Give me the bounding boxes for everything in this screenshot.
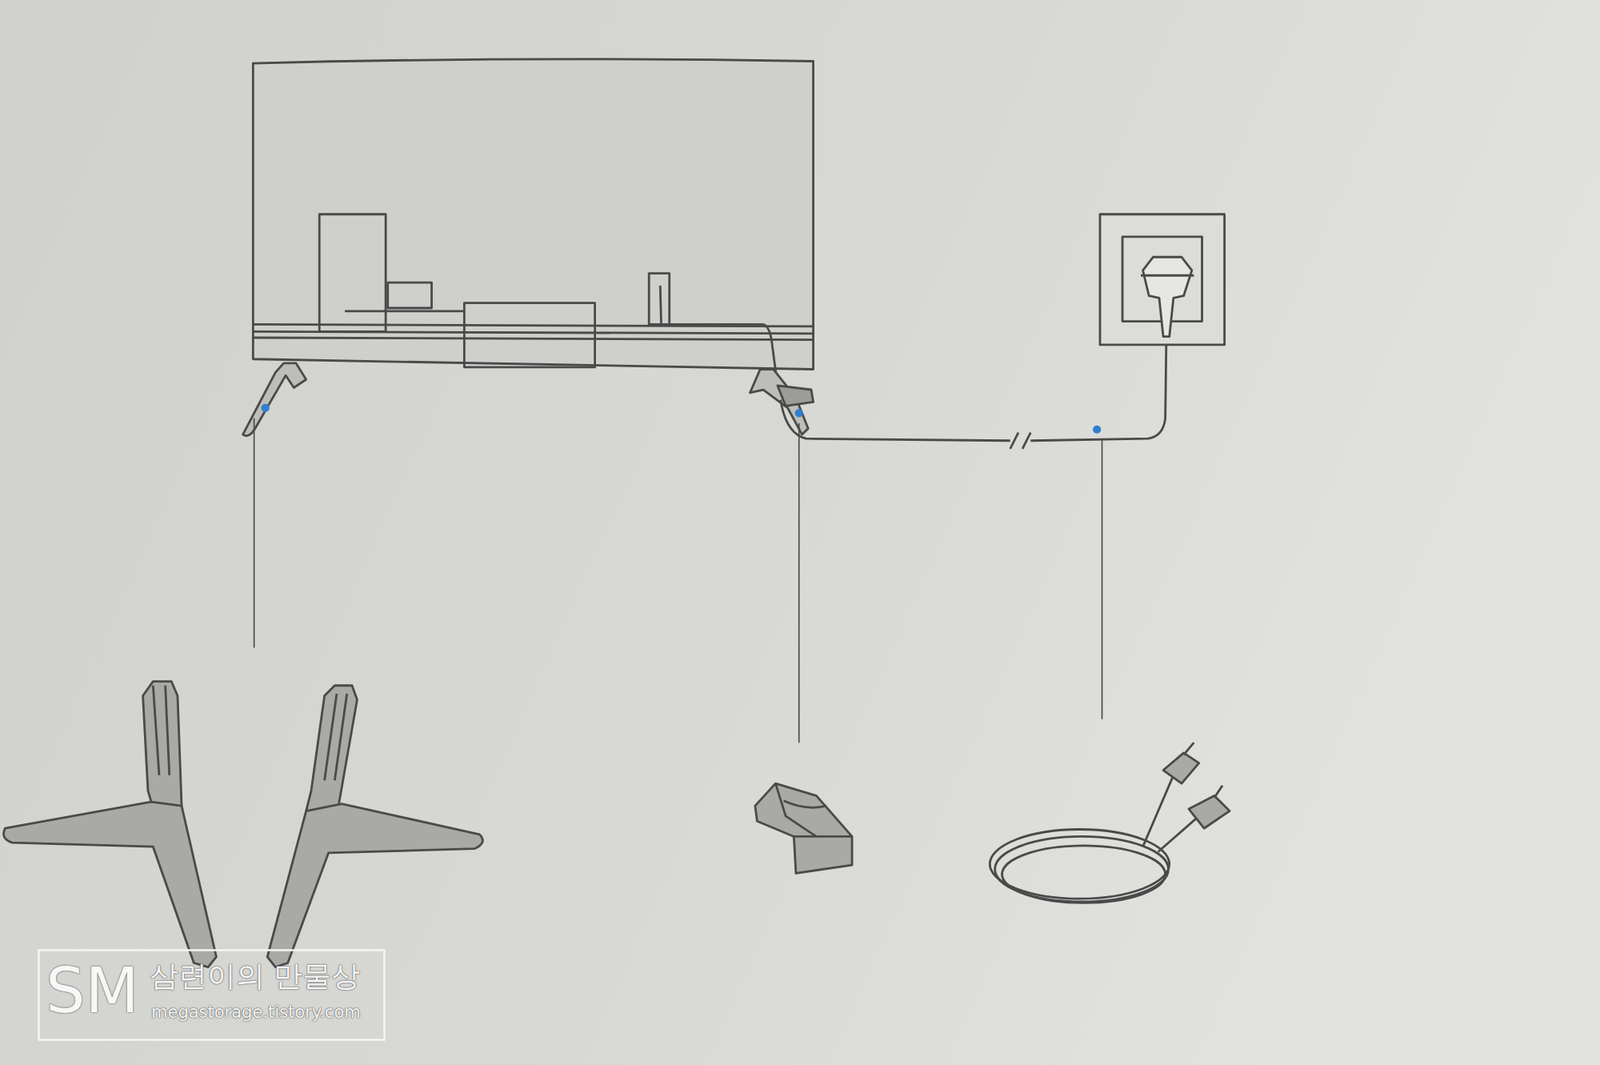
watermark: SM 삼련이의 만물상 megastorage.tistory.com	[37, 948, 386, 1041]
watermark-logo: SM	[45, 956, 140, 1026]
watermark-title: 삼련이의 만물상	[149, 960, 360, 992]
watermark-url: megastorage.tistory.com	[151, 1003, 361, 1022]
